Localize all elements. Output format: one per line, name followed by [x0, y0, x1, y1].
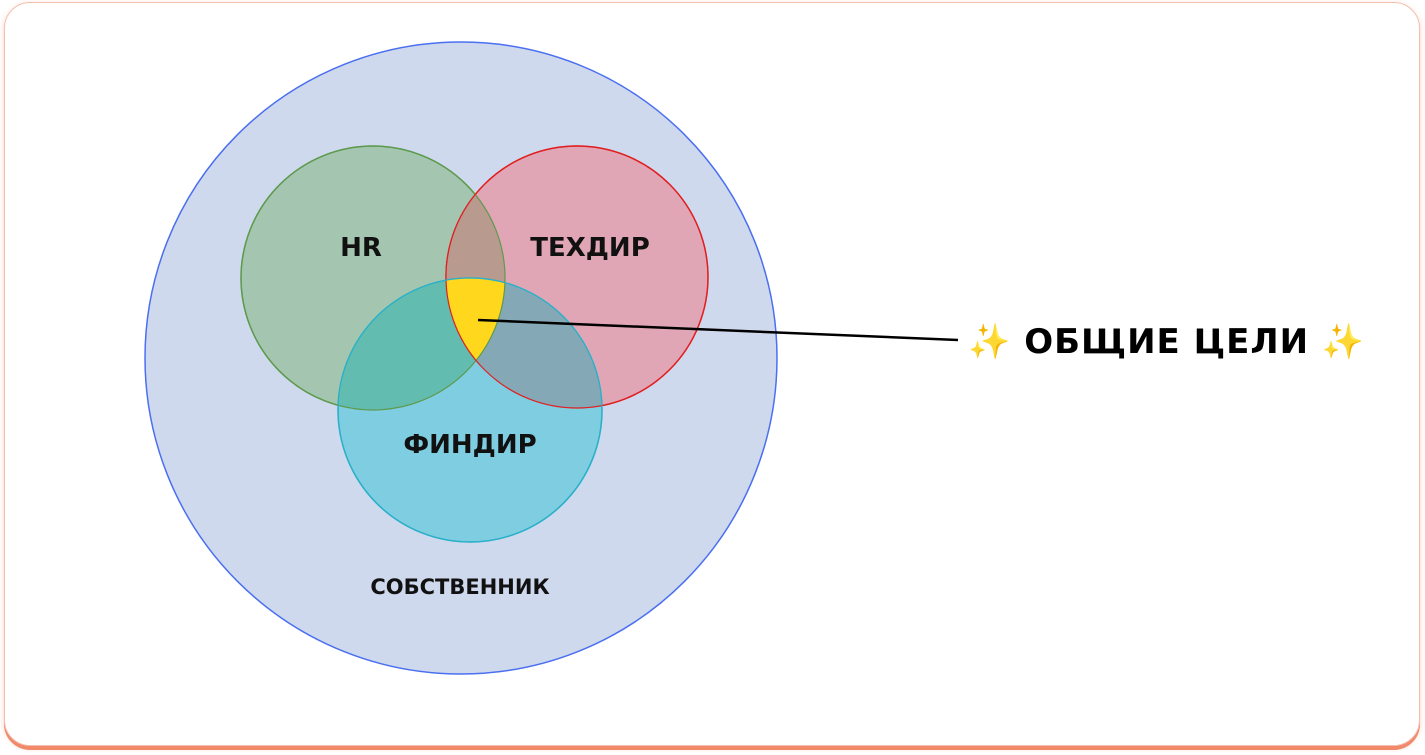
overlap-cto-cfo	[446, 278, 602, 408]
label-cfo: ФИНДИР	[403, 430, 536, 460]
sparkles-icon: ✨	[1321, 322, 1366, 362]
sparkles-icon: ✨	[968, 322, 1012, 362]
common-goals-label: ✨ ОБЩИЕ ЦЕЛИ ✨	[968, 322, 1365, 362]
common-goals-text: ОБЩИЕ ЦЕЛИ	[1024, 322, 1310, 362]
label-hr: HR	[340, 233, 382, 263]
callout-line	[477, 318, 959, 342]
label-cto: ТЕХДИР	[530, 233, 650, 263]
label-owner: СОБСТВЕННИК	[370, 575, 549, 599]
overlap-hr-cfo	[338, 278, 505, 410]
